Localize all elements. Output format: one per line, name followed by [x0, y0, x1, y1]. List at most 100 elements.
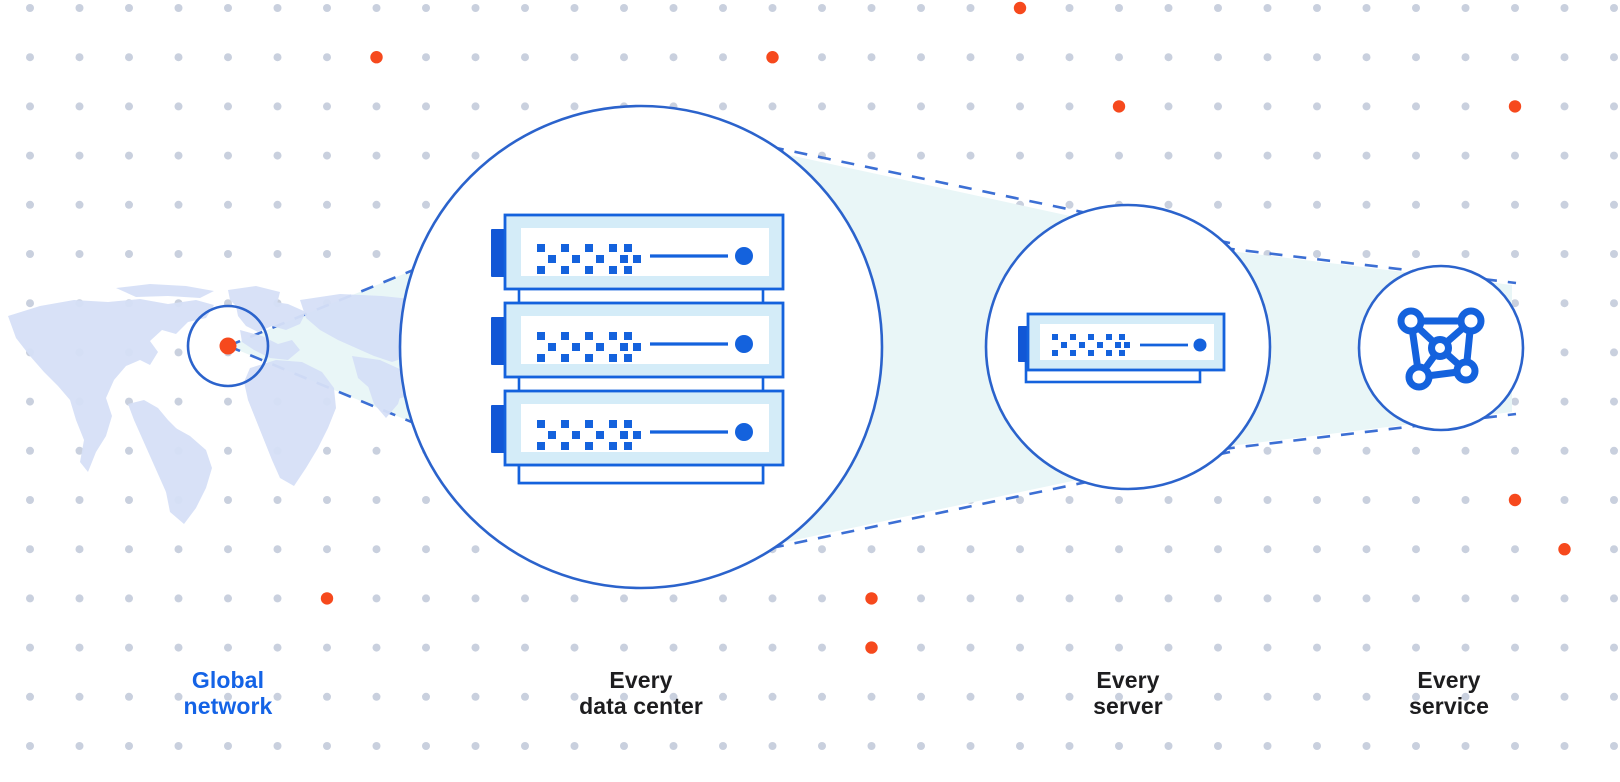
grid-dot — [1016, 643, 1024, 652]
grid-dot — [323, 643, 331, 652]
grid-dot — [1016, 102, 1024, 111]
grid-dot — [1263, 151, 1272, 160]
grid-dot — [1511, 545, 1519, 554]
grid-dot — [1263, 4, 1272, 12]
grid-dot — [1461, 53, 1470, 62]
server-unit-3 — [491, 389, 785, 467]
grid-dot — [174, 594, 183, 603]
grid-dot — [372, 102, 381, 111]
grid-dot — [1511, 742, 1519, 750]
grid-dot — [1065, 643, 1074, 652]
grid-dot — [372, 496, 381, 504]
grid-dot — [867, 692, 876, 701]
grid-dot — [75, 496, 84, 504]
grid-dot — [1164, 53, 1173, 62]
grid-dot — [125, 594, 133, 603]
grid-dot — [422, 151, 430, 160]
grid-dot — [1560, 692, 1569, 701]
grid-dot — [422, 594, 430, 603]
grid-dot — [1610, 151, 1618, 160]
grid-dot — [422, 742, 430, 750]
grid-dot — [1560, 250, 1569, 258]
grid-dot — [273, 4, 282, 12]
grid-dot — [1610, 643, 1618, 652]
grid-dot — [26, 53, 34, 62]
grid-dot — [1461, 545, 1470, 554]
grid-dot — [1214, 692, 1222, 701]
server-led-matrix-2 — [537, 332, 641, 362]
grid-dot — [224, 102, 232, 111]
grid-dot — [1610, 102, 1618, 111]
grid-dot — [323, 4, 331, 12]
grid-dot — [1313, 446, 1321, 455]
grid-dot — [1560, 151, 1569, 160]
grid-dot — [372, 545, 381, 554]
grid-dot — [521, 53, 529, 62]
grid-dot — [1412, 200, 1420, 209]
grid-dot — [323, 53, 331, 62]
global-network-circle — [186, 304, 270, 388]
grid-dot — [1362, 250, 1371, 258]
grid-dot — [224, 53, 232, 62]
grid-dot — [174, 4, 183, 12]
grid-dot — [1362, 151, 1371, 160]
grid-dot — [1016, 53, 1024, 62]
grid-dot — [75, 200, 84, 209]
grid-dot — [1362, 446, 1371, 455]
grid-dot — [1065, 102, 1074, 111]
grid-dot — [570, 102, 579, 111]
grid-dot — [719, 594, 727, 603]
grid-dot — [1412, 4, 1420, 12]
grid-dot — [768, 4, 777, 12]
grid-dot — [1164, 545, 1173, 554]
grid-dot — [1610, 4, 1618, 12]
grid-dot — [1263, 446, 1272, 455]
grid-dot — [1461, 151, 1470, 160]
grid-dot — [1263, 200, 1272, 209]
grid-dot — [125, 200, 133, 209]
grid-dot — [1511, 643, 1519, 652]
grid-dot — [1214, 496, 1222, 504]
grid-dot — [917, 4, 925, 12]
grid-dot — [372, 742, 381, 750]
grid-dot — [521, 594, 529, 603]
grid-dot-highlight — [1558, 543, 1571, 556]
single-server-led-matrix — [1052, 334, 1130, 356]
grid-dot — [323, 496, 331, 504]
grid-dot — [1560, 102, 1569, 111]
grid-dot — [1362, 643, 1371, 652]
grid-dot — [768, 594, 777, 603]
grid-dot — [1511, 53, 1519, 62]
server-led-matrix-3 — [537, 420, 641, 450]
grid-dot — [867, 545, 876, 554]
grid-dot — [422, 692, 430, 701]
grid-dot — [669, 594, 678, 603]
grid-dot — [125, 151, 133, 160]
grid-dot — [125, 4, 133, 12]
grid-dot — [1164, 4, 1173, 12]
grid-dot — [1610, 397, 1618, 406]
grid-dot — [273, 692, 282, 701]
grid-dot — [422, 496, 430, 504]
grid-dot — [26, 594, 34, 603]
grid-dot — [1115, 53, 1123, 62]
grid-dot — [174, 53, 183, 62]
grid-dot — [471, 102, 480, 111]
grid-dot — [125, 250, 133, 258]
grid-dot — [273, 200, 282, 209]
grid-dot — [1461, 250, 1470, 258]
grid-dot — [1016, 151, 1024, 160]
grid-dot — [719, 4, 727, 12]
grid-dot — [323, 151, 331, 160]
grid-dot — [372, 446, 381, 455]
grid-dot — [818, 4, 826, 12]
grid-dot — [1065, 200, 1074, 209]
grid-dot — [1560, 643, 1569, 652]
grid-dot — [1362, 594, 1371, 603]
grid-dot — [26, 397, 34, 406]
grid-dot-highlight — [370, 51, 383, 64]
grid-dot — [1214, 4, 1222, 12]
grid-dot — [719, 643, 727, 652]
grid-dot — [917, 742, 925, 750]
